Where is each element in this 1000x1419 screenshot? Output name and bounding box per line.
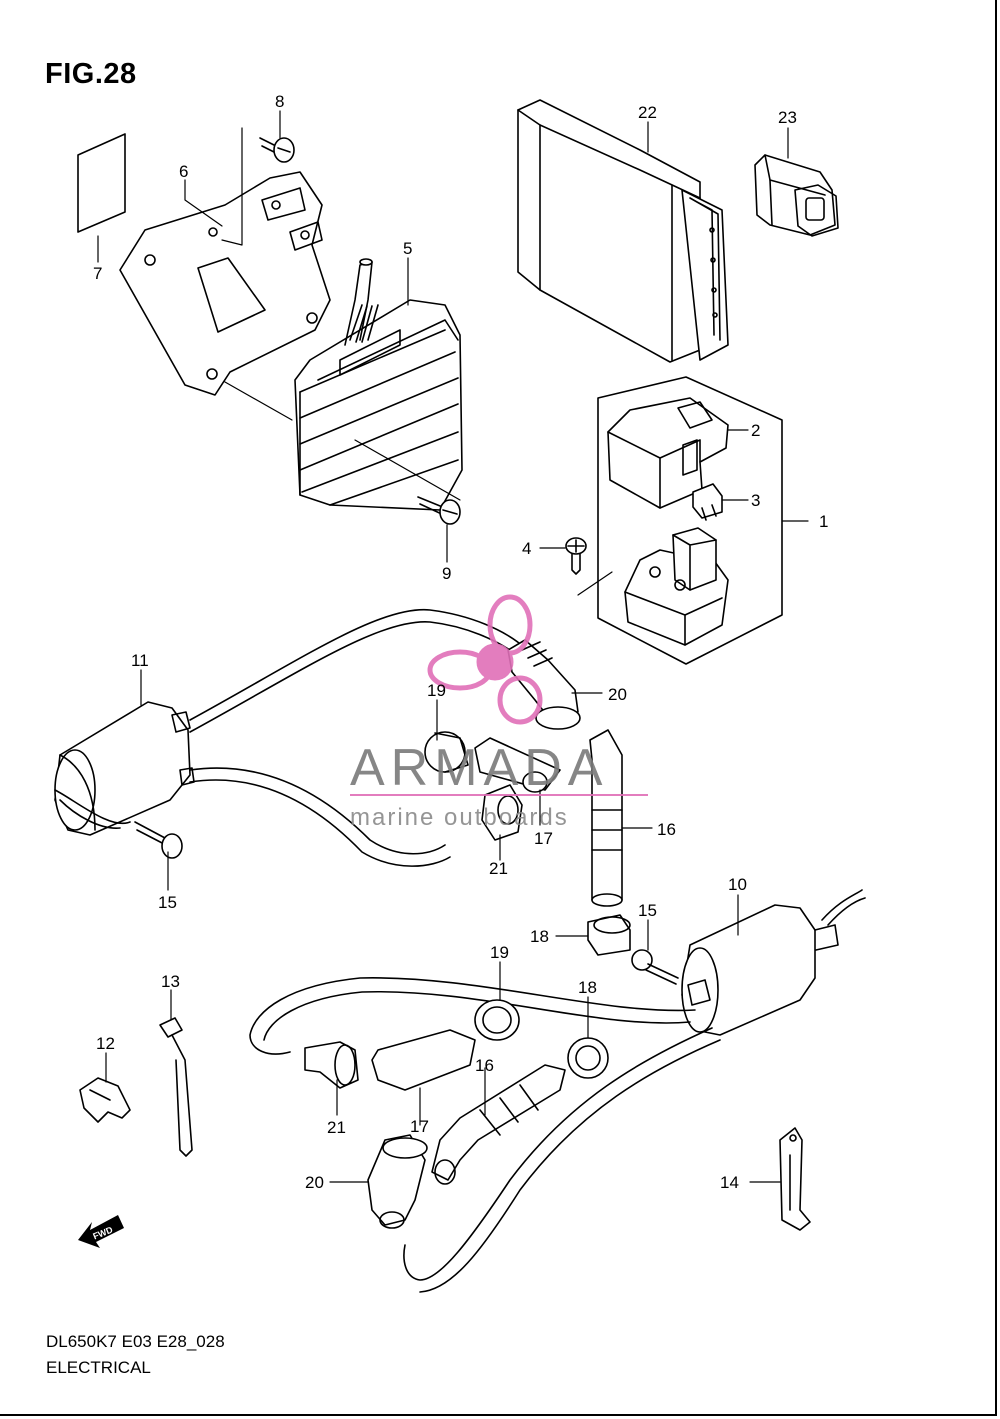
part-ignition-coil-rear bbox=[681, 889, 866, 1036]
part-lead-16-front bbox=[589, 729, 623, 907]
part-lead-16-rear bbox=[431, 1064, 566, 1185]
callout-6: 6 bbox=[179, 162, 188, 181]
part-relay-cover bbox=[607, 397, 729, 509]
callout-16-rear: 16 bbox=[475, 1056, 494, 1075]
callout-2: 2 bbox=[751, 421, 760, 440]
callout-15-front: 15 bbox=[158, 893, 177, 912]
part-ht-lead-rear bbox=[249, 977, 721, 1293]
part-ht-lead-front bbox=[189, 608, 526, 867]
part-grommet-21-front bbox=[481, 784, 523, 841]
part-sticker bbox=[77, 133, 126, 233]
part-bolt-15-front bbox=[134, 821, 183, 859]
callout-18-rear: 18 bbox=[578, 978, 597, 997]
watermark-tagline: marine outboards bbox=[350, 804, 569, 831]
callout-3: 3 bbox=[751, 491, 760, 510]
part-grommet-21-rear bbox=[304, 1041, 359, 1089]
callout-9: 9 bbox=[442, 564, 451, 583]
part-screw-4 bbox=[565, 537, 613, 596]
callout-14: 14 bbox=[720, 1173, 739, 1192]
callout-20-rear: 20 bbox=[305, 1173, 324, 1192]
part-regulator bbox=[294, 258, 463, 511]
callout-13: 13 bbox=[161, 972, 180, 991]
callout-22: 22 bbox=[638, 103, 657, 122]
part-starter-relay bbox=[624, 527, 729, 646]
callout-1: 1 bbox=[819, 512, 828, 531]
fwd-arrow-icon: FWD bbox=[78, 1215, 124, 1248]
callout-8: 8 bbox=[275, 92, 284, 111]
callout-21-rear: 21 bbox=[327, 1118, 346, 1137]
part-plug-cap-rear bbox=[367, 1134, 428, 1229]
callout-19-front: 19 bbox=[427, 681, 446, 700]
watermark: ARMADA marine outboards bbox=[350, 594, 648, 831]
part-seal-18-front bbox=[587, 914, 631, 956]
part-lead-17-rear bbox=[371, 1029, 476, 1091]
section-name: ELECTRICAL bbox=[46, 1358, 151, 1377]
callout-15-rear: 15 bbox=[638, 901, 657, 920]
part-cable-tie bbox=[159, 1017, 193, 1157]
part-bracket bbox=[119, 127, 331, 421]
callout-21-front: 21 bbox=[489, 859, 508, 878]
callout-16-front: 16 bbox=[657, 820, 676, 839]
part-connector bbox=[754, 154, 839, 237]
part-seal-18-rear bbox=[567, 1037, 609, 1079]
part-clamp bbox=[79, 1077, 131, 1123]
callout-5: 5 bbox=[403, 239, 412, 258]
part-fuse bbox=[692, 483, 723, 521]
part-ignition-coil-front bbox=[54, 701, 195, 836]
callout-23: 23 bbox=[778, 108, 797, 127]
figure-title: FIG.28 bbox=[45, 58, 137, 90]
part-bolt-8 bbox=[259, 137, 295, 163]
propeller-logo-icon bbox=[427, 594, 543, 725]
callout-11: 11 bbox=[131, 651, 149, 670]
callout-numbers: 1 2 3 4 5 6 7 8 9 10 11 12 13 14 15 15 1… bbox=[93, 92, 828, 1192]
callout-20-front: 20 bbox=[608, 685, 627, 704]
watermark-brand: ARMADA bbox=[350, 739, 608, 797]
part-ecu bbox=[517, 99, 729, 363]
callout-19-rear: 19 bbox=[490, 943, 509, 962]
part-bolt-9 bbox=[417, 496, 461, 525]
part-grommet-19-front bbox=[424, 731, 469, 773]
callout-4: 4 bbox=[522, 539, 531, 558]
callout-10: 10 bbox=[728, 875, 747, 894]
fwd-label: FWD bbox=[91, 1224, 114, 1241]
callout-17-rear: 17 bbox=[410, 1117, 429, 1136]
callout-12: 12 bbox=[96, 1034, 115, 1053]
diagram-code: DL650K7 E03 E28_028 bbox=[46, 1332, 225, 1351]
part-lead-17-front bbox=[474, 737, 561, 793]
callout-17-front: 17 bbox=[534, 829, 553, 848]
part-grommet-19-rear bbox=[474, 999, 520, 1041]
part-plug-cap-front bbox=[507, 639, 581, 730]
callout-18-front: 18 bbox=[530, 927, 549, 946]
part-bolt-15-rear bbox=[631, 949, 679, 985]
part-clip bbox=[779, 1127, 811, 1231]
callout-7: 7 bbox=[93, 264, 102, 283]
